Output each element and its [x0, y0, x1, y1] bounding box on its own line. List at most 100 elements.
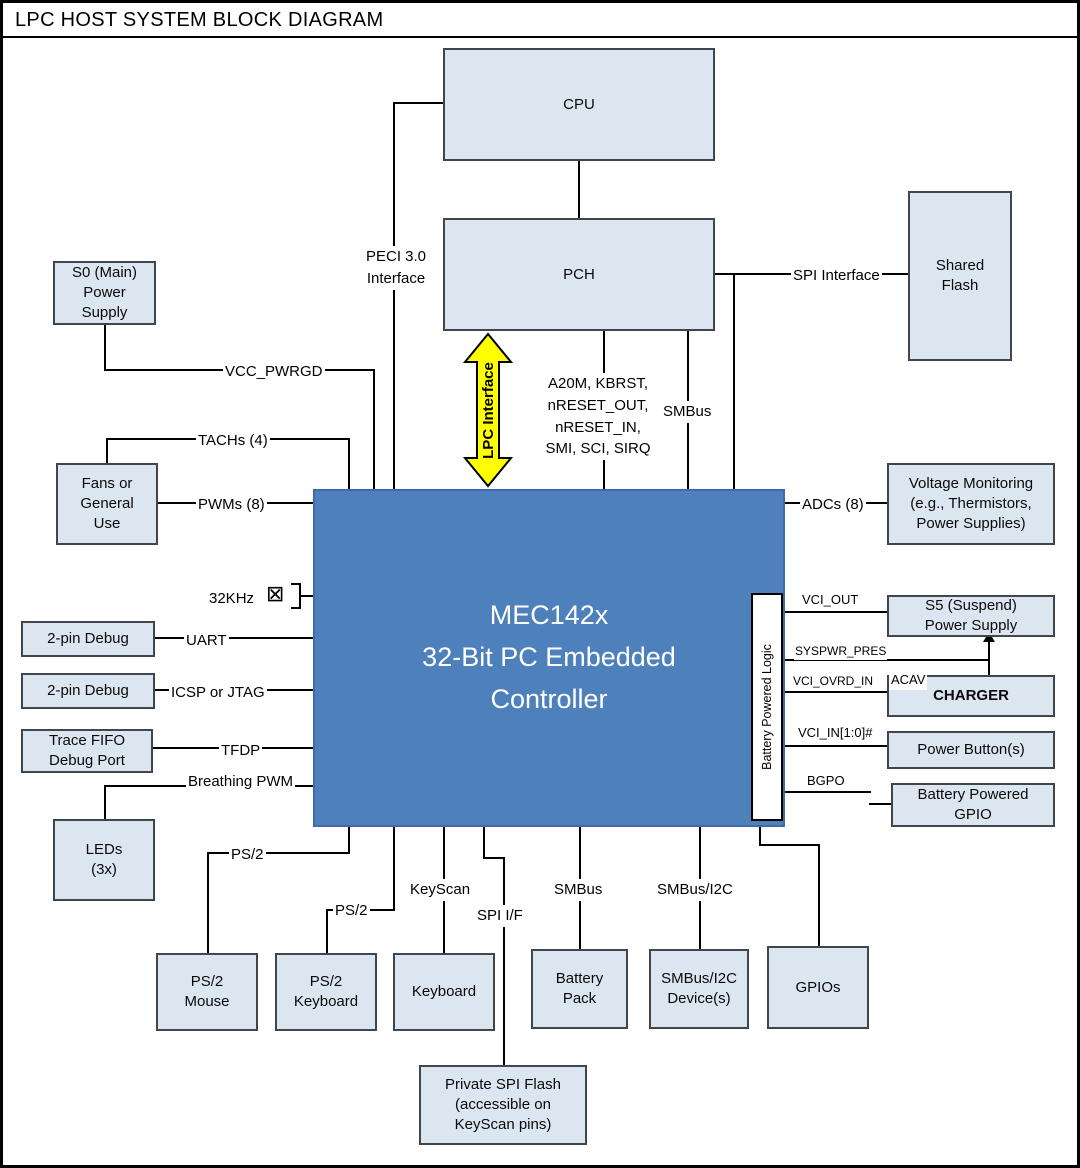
signal-spi-if: SPI I/F: [475, 905, 525, 927]
block-private-spi-flash: Private SPI Flash (accessible on KeyScan…: [419, 1065, 587, 1145]
block-battery-pack: Battery Pack: [531, 949, 628, 1029]
block-label: Trace FIFO Debug Port: [48, 732, 126, 769]
block-pch: PCH: [443, 218, 715, 331]
crystal-tick: [291, 607, 299, 609]
block-label: Battery Powered Logic: [760, 644, 775, 770]
title-divider: [3, 36, 1077, 38]
signal-vci-out: VCI_OUT: [800, 591, 861, 610]
wire-vci-ovrd-in: [783, 691, 887, 693]
block-shared-flash: Shared Flash: [908, 191, 1012, 361]
block-s0-power-supply: S0 (Main) Power Supply: [53, 261, 156, 325]
block-label: 2-pin Debug: [47, 630, 129, 648]
block-ps2-keyboard: PS/2 Keyboard: [275, 953, 377, 1031]
wire-ps2-keyboard: [326, 909, 328, 953]
wire-breathing-pwm: [104, 785, 106, 819]
signal-pwms: PWMs (8): [196, 494, 267, 516]
wire-gpios: [759, 827, 761, 846]
block-leds: LEDs (3x): [53, 819, 155, 901]
block-battery-powered-gpio: Battery Powered GPIO: [891, 783, 1055, 827]
signal-host-signals: A20M, KBRST, nRESET_OUT, nRESET_IN, SMI,…: [531, 373, 665, 460]
block-label: CPU: [563, 95, 595, 113]
signal-adcs: ADCs (8): [800, 494, 866, 516]
wire-vcc-pwrgd: [373, 369, 375, 489]
wire-spi-if: [503, 857, 505, 1065]
block-2pin-debug-uart: 2-pin Debug: [21, 621, 155, 657]
signal-icsp-jtag: ICSP or JTAG: [169, 682, 267, 704]
wire-ps2-keyboard: [393, 827, 395, 911]
block-voltage-monitoring: Voltage Monitoring (e.g., Thermistors, P…: [887, 463, 1055, 545]
block-label: S0 (Main) Power Supply: [71, 264, 138, 321]
wire-vci-in: [783, 745, 887, 747]
lpc-interface-arrow-icon: [462, 332, 514, 488]
wire-vci-out: [783, 611, 887, 613]
signal-vcc-pwrgd: VCC_PWRGD: [223, 361, 325, 383]
diagram-title: LPC HOST SYSTEM BLOCK DIAGRAM: [15, 9, 384, 31]
block-label: Voltage Monitoring (e.g., Thermistors, P…: [908, 475, 1034, 532]
block-battery-powered-logic: Battery Powered Logic: [751, 593, 783, 821]
wire-shared-spi: [733, 273, 735, 489]
block-label: CHARGER: [933, 687, 1009, 705]
signal-tfdp: TFDP: [219, 740, 263, 762]
block-label: S5 (Suspend) Power Supply: [924, 597, 1018, 634]
wire-tachs: [106, 438, 108, 463]
signal-spi-interface: SPI Interface: [791, 265, 882, 287]
lpc-interface-text: LPC Interface: [479, 361, 497, 459]
block-label: Private SPI Flash (accessible on KeyScan…: [445, 1076, 561, 1133]
block-label: PS/2 Keyboard: [293, 973, 359, 1010]
signal-bgpo: BGPO: [805, 772, 847, 791]
block-fans: Fans or General Use: [56, 463, 158, 545]
block-label: Battery Powered GPIO: [917, 786, 1029, 823]
wire-32khz: [299, 595, 313, 597]
block-trace-fifo-debug-port: Trace FIFO Debug Port: [21, 729, 153, 773]
wire-ps2-mouse: [207, 852, 209, 953]
signal-uart: UART: [184, 630, 229, 652]
arrow-up-icon: [983, 632, 995, 642]
block-2pin-debug-icsp: 2-pin Debug: [21, 673, 155, 709]
wire-peci: [393, 102, 445, 104]
signal-tachs: TACHs (4): [196, 430, 270, 452]
block-label: Power Button(s): [917, 741, 1025, 759]
wire-gpios: [759, 844, 820, 846]
crystal-bracket: [299, 583, 301, 609]
block-label: MEC142x 32-Bit PC Embedded Controller: [422, 600, 676, 714]
wire-vcc-pwrgd: [104, 325, 106, 371]
block-label: PCH: [563, 265, 595, 283]
signal-peci: PECI 3.0 Interface: [355, 246, 437, 290]
signal-ps2-keyboard: PS/2: [333, 900, 370, 922]
signal-vci-in: VCI_IN[1:0]#: [796, 724, 875, 743]
block-label: Battery Pack: [555, 970, 604, 1007]
block-label: Keyboard: [411, 983, 477, 1001]
wire-cpu-pch: [578, 161, 580, 218]
signal-smbus-i2c: SMBus/I2C: [655, 879, 735, 901]
signal-acav: ACAV: [889, 671, 928, 690]
wire-syspwr-pres: [988, 639, 990, 677]
wire-uart: [155, 637, 313, 639]
signal-ps2-mouse: PS/2: [229, 844, 266, 866]
wire-spi-if: [483, 857, 505, 859]
wire-ps2-mouse: [207, 852, 350, 854]
block-power-buttons: Power Button(s): [887, 731, 1055, 769]
lpc-interface-label: LPC Interface: [455, 332, 521, 488]
block-cpu: CPU: [443, 48, 715, 161]
signal-smbus-pch: SMBus: [661, 401, 714, 423]
block-smbus-i2c-devices: SMBus/I2C Device(s): [649, 949, 749, 1029]
signal-32khz: 32KHz: [207, 588, 257, 610]
block-keyboard: Keyboard: [393, 953, 495, 1031]
block-label: 2-pin Debug: [47, 682, 129, 700]
block-charger: CHARGER: [887, 675, 1055, 717]
wire-gpios: [818, 844, 820, 946]
wire-ps2-mouse: [348, 827, 350, 854]
block-label: SMBus/I2C Device(s): [661, 970, 737, 1007]
block-label: GPIOs: [795, 978, 841, 996]
block-gpios: GPIOs: [767, 946, 869, 1029]
wire-bgpo: [783, 791, 871, 793]
wire-tachs: [348, 438, 350, 489]
crystal-icon: ⊠: [266, 581, 285, 606]
signal-syspwr-pres: SYSPWR_PRES: [794, 644, 888, 660]
wire-spi-if: [483, 827, 485, 859]
block-mec142x-controller: MEC142x 32-Bit PC Embedded Controller: [313, 489, 785, 827]
signal-breathing-pwm: Breathing PWM: [186, 771, 296, 793]
block-label: PS/2 Mouse: [184, 973, 230, 1010]
block-label: Shared Flash: [935, 257, 985, 294]
